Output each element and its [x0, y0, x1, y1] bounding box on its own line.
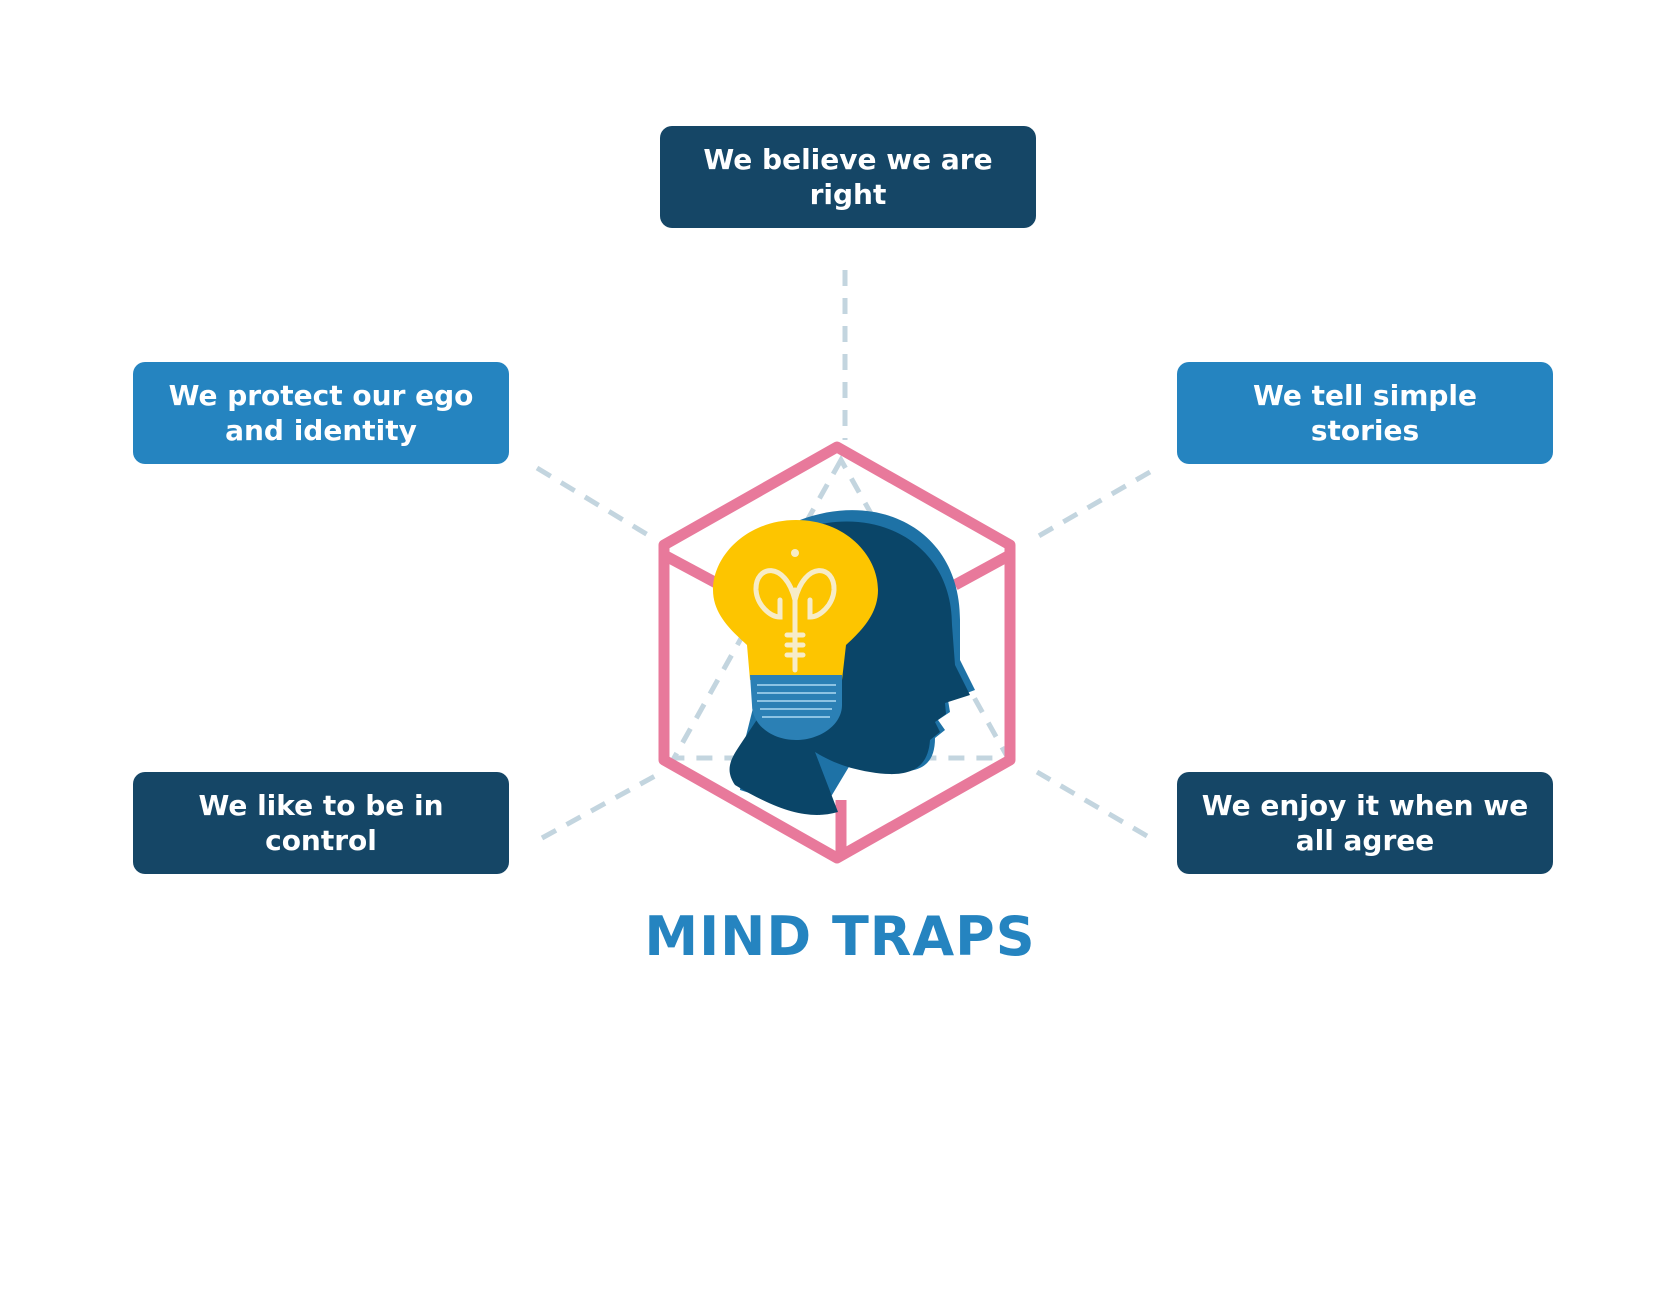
connector-upper-left: [535, 465, 650, 538]
trap-label: We protect our ego and identity: [168, 379, 474, 447]
connector-upper-right: [1035, 469, 1152, 540]
trap-label: We enjoy it when we all agree: [1201, 789, 1529, 857]
trap-box-control: We like to be in control: [133, 772, 509, 874]
trap-box-agree: We enjoy it when we all agree: [1177, 772, 1553, 874]
trap-box-protect-ego: We protect our ego and identity: [133, 362, 509, 464]
connector-lower-right: [1035, 769, 1149, 839]
trap-label: We believe we are right: [703, 143, 993, 211]
head-with-lightbulb-icon: [713, 510, 975, 815]
trap-box-simple-stories: We tell simple stories: [1177, 362, 1553, 464]
connector-lower-left: [540, 773, 657, 841]
hexagon-cube-icon: [658, 441, 1016, 864]
trap-label: We tell simple stories: [1252, 379, 1477, 447]
trap-label: We like to be in control: [198, 789, 444, 857]
trap-box-believe-right: We believe we are right: [660, 126, 1036, 228]
diagram-title: MIND TRAPS: [644, 905, 1036, 968]
